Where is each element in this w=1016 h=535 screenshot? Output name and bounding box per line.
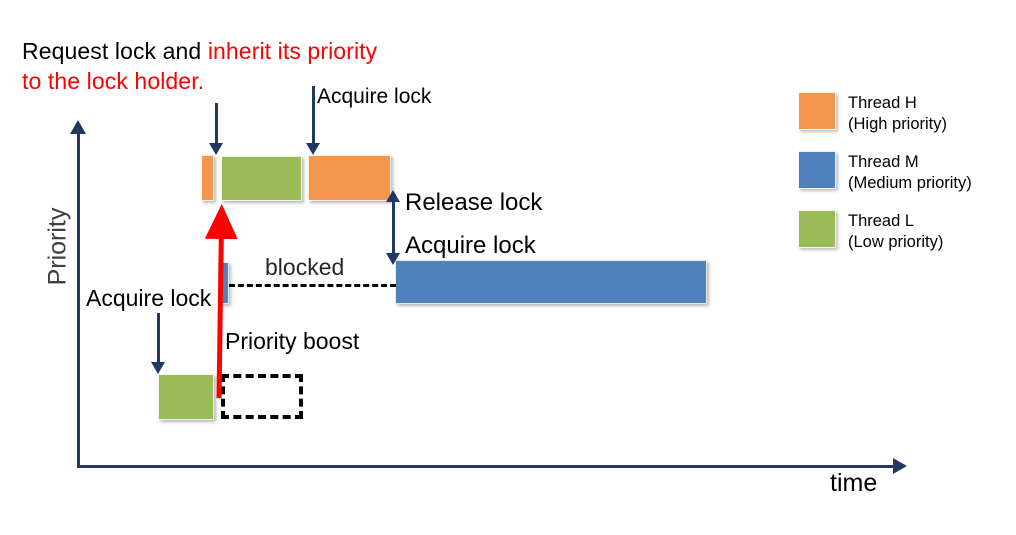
arrow-acquire-lock-low-shaft (157, 313, 160, 362)
x-axis-arrowhead-icon (893, 458, 907, 474)
priority-boost-arrow-icon (204, 204, 238, 399)
label-blocked: blocked (265, 254, 345, 280)
legend-item-thread-m: Thread M (Medium priority) (798, 151, 1014, 194)
arrow-acquire-lock-low-head-icon (151, 362, 165, 374)
legend-swatch-thread-l (798, 210, 836, 248)
legend-item-thread-l: Thread L (Low priority) (798, 210, 1014, 253)
arrow-request-lock-shaft (215, 103, 218, 143)
arrow-request-lock-head-icon (209, 143, 223, 155)
caption-line1-black: Request lock and (22, 38, 208, 64)
label-acquire-lock-mid: Acquire lock (405, 232, 536, 259)
x-axis-line (77, 465, 897, 468)
arrow-release-acquire-head-down-icon (386, 253, 400, 265)
bar-thread-l-boosted (221, 156, 302, 201)
legend-name-thread-h: Thread H (848, 94, 917, 112)
legend-detail-thread-h: (High priority) (848, 115, 948, 133)
arrow-release-acquire-shaft (392, 198, 395, 260)
y-axis-line (77, 130, 80, 468)
label-acquire-lock-low: Acquire lock (86, 285, 212, 311)
legend-item-thread-h: Thread H (High priority) (798, 92, 1014, 135)
arrow-acquire-lock-top-shaft (312, 86, 315, 143)
legend-detail-thread-m: (Medium priority) (848, 174, 972, 192)
arrow-release-acquire-head-up-icon (386, 190, 400, 202)
y-axis-label: Priority (43, 207, 72, 286)
label-release-lock: Release lock (405, 189, 543, 216)
bar-thread-l-preempted-placeholder (221, 374, 303, 419)
bar-thread-l-initial (158, 374, 214, 420)
blocked-dashed-connector (229, 284, 396, 287)
bar-thread-h-critical-section (308, 155, 391, 201)
legend-label-thread-l: Thread L (Low priority) (848, 210, 943, 253)
caption-line2-red: to the lock holder. (22, 68, 205, 94)
legend-label-thread-h: Thread H (High priority) (848, 92, 947, 135)
y-axis-arrowhead-icon (70, 120, 86, 134)
label-acquire-lock-top: Acquire lock (317, 85, 432, 108)
caption-line1-red: inherit its priority (207, 38, 378, 64)
x-axis-label: time (830, 469, 878, 497)
legend-name-thread-m: Thread M (848, 153, 919, 171)
bar-thread-m-run (395, 260, 707, 304)
label-priority-boost: Priority boost (225, 328, 360, 354)
legend-label-thread-m: Thread M (Medium priority) (848, 151, 972, 194)
legend-detail-thread-l: (Low priority) (848, 233, 944, 251)
bar-thread-h-request (201, 155, 214, 201)
arrow-acquire-lock-top-head-icon (306, 143, 320, 155)
legend: Thread H (High priority) Thread M (Mediu… (798, 92, 1014, 269)
legend-name-thread-l: Thread L (848, 212, 915, 230)
legend-swatch-thread-h (798, 92, 836, 130)
legend-swatch-thread-m (798, 151, 836, 189)
